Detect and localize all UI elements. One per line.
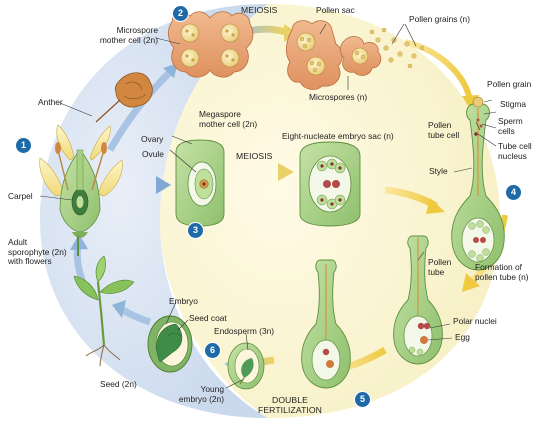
embryo-sac	[299, 141, 361, 227]
stigma-label: Stigma	[500, 99, 527, 109]
leader-lines	[39, 23, 497, 389]
meiosis-middle-label: MEIOSIS	[236, 151, 273, 161]
pollen-tube-label: Pollen tube	[428, 257, 452, 277]
young-embryo-seed	[227, 342, 265, 390]
egg-label: Egg	[455, 332, 470, 342]
carpel-label: Carpel	[8, 191, 33, 201]
polar-nuclei-label: Polar nuclei	[453, 316, 497, 326]
ovule-label: Ovule	[142, 149, 164, 159]
step-badge-4: 4	[506, 185, 521, 200]
microspore-mother-cell-label: Microspore mother cell (2n)	[99, 25, 158, 45]
step-badge-5: 5	[355, 392, 370, 407]
pollen-sac-label: Pollen sac	[316, 5, 355, 15]
step-badge-3: 3	[188, 223, 203, 238]
anther-label: Anther	[38, 97, 63, 107]
pollen-tube-cell-label: Pollen tube cell	[428, 120, 460, 140]
pistil-pollen-tube	[393, 235, 443, 365]
megaspore-mother-cell-label: Megaspore mother cell (2n)	[199, 109, 258, 129]
ovary-ovule	[175, 139, 225, 227]
step-badge-6: 6	[205, 343, 220, 358]
endosperm-label: Endosperm (3n)	[214, 326, 275, 336]
pistil-with-pollen	[451, 96, 505, 271]
embryo-label: Embryo	[169, 296, 198, 306]
pollen-grain-label: Pollen grain	[487, 79, 532, 89]
sporophyte-background	[40, 4, 268, 418]
mature-seed	[147, 315, 193, 373]
microspores-label: Microspores (n)	[309, 92, 368, 102]
step-badge-1: 1	[16, 138, 31, 153]
anther-cross-section	[168, 11, 254, 78]
anther-model	[95, 72, 153, 123]
seed-coat-label: Seed coat	[189, 313, 227, 323]
meiosis-top-label: MEIOSIS	[241, 5, 278, 15]
pollen-grains-label: Pollen grains (n)	[409, 14, 470, 24]
sperm-cells-label: Sperm cells	[498, 116, 523, 136]
formation-of-pollen-tube-label: Formation of pollen tube (n)	[475, 262, 529, 282]
pistil-fertilization	[301, 259, 351, 389]
seed-label: Seed (2n)	[100, 379, 137, 389]
adult-sporophyte-label: Adult sporophyte (2n) with flowers	[8, 237, 67, 267]
young-embryo-label: Young embryo (2n)	[178, 384, 224, 404]
style-label: Style	[429, 166, 448, 176]
ovary-label: Ovary	[141, 134, 164, 144]
sporophyte-plant	[73, 255, 135, 367]
pollen-sac-open	[286, 20, 425, 90]
flower	[39, 124, 123, 256]
tube-cell-nucleus-label: Tube cell nucleus	[498, 141, 532, 161]
embryo-sac-label: Eight-nucleate embryo sac (n)	[282, 131, 394, 141]
step-badge-2: 2	[173, 6, 188, 21]
double-fertilization-label: DOUBLE FERTILIZATION	[257, 395, 322, 415]
